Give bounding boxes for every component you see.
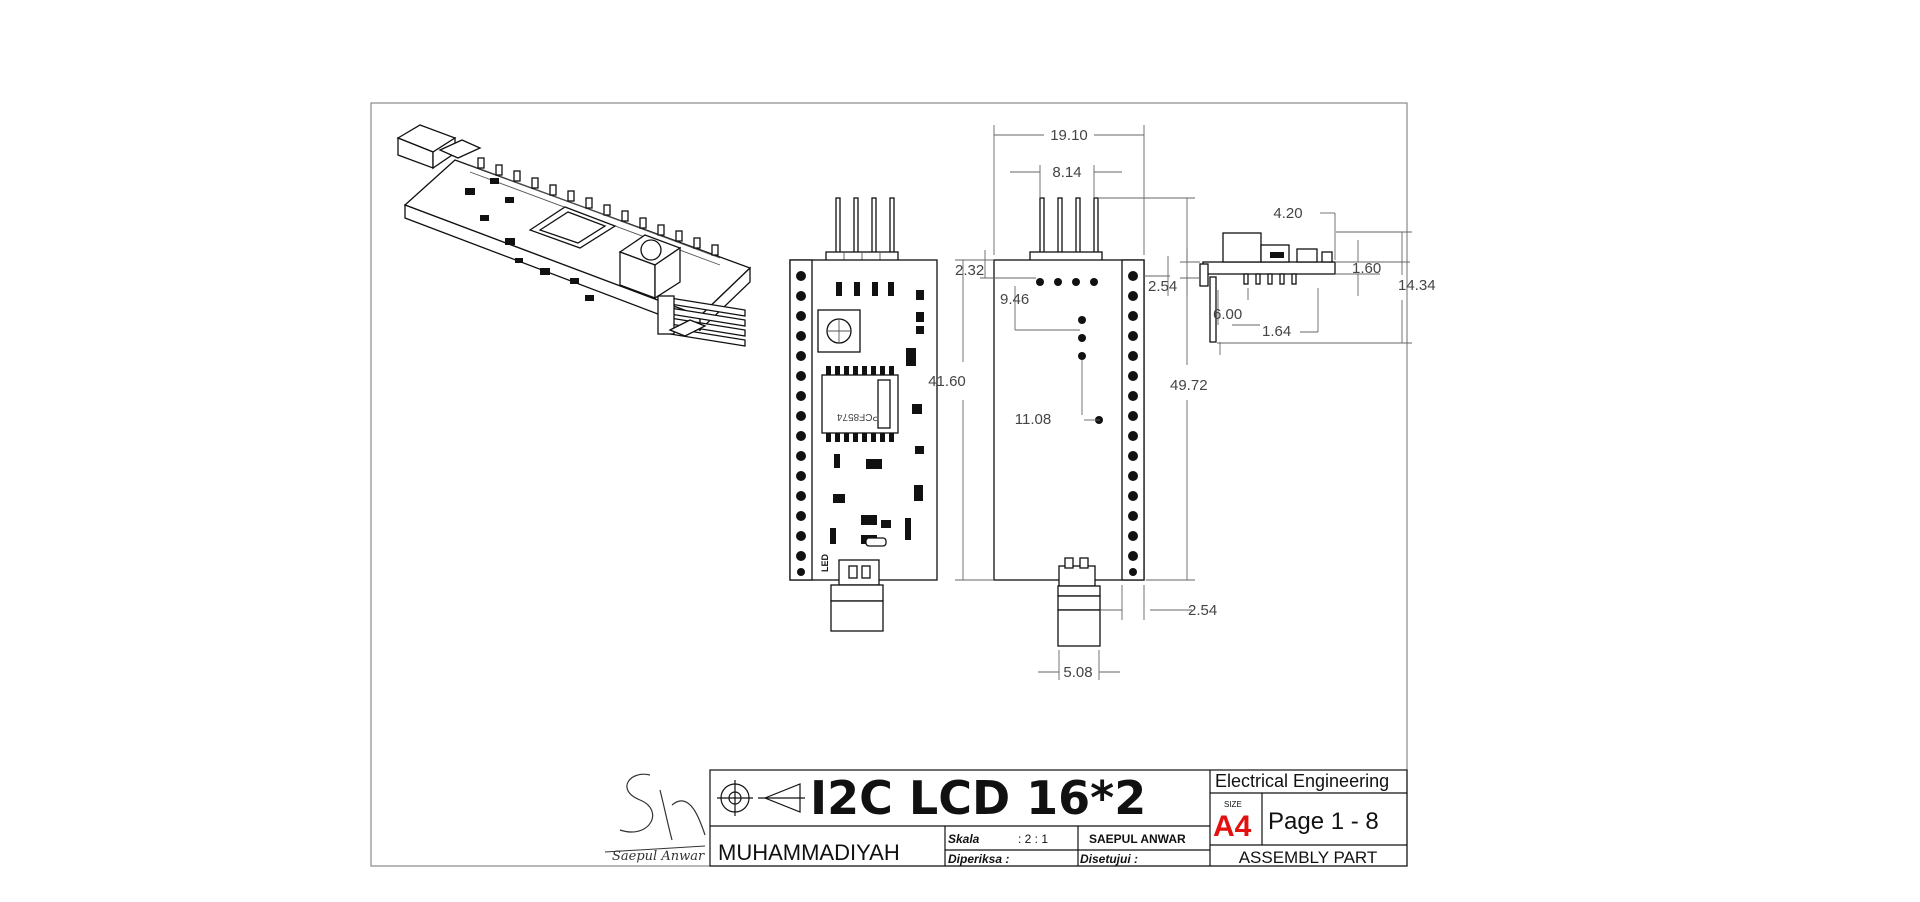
dim-front-width: 19.10 [1050,127,1088,144]
dim-pin-offset: 9.46 [1000,291,1029,308]
dim-side-total: 14.34 [1398,277,1436,294]
dim-top-offset: 2.32 [955,262,984,279]
dim-pin-span: 8.14 [1052,164,1081,181]
signature: Saepul Anwar [604,773,706,864]
led-label: LED [820,553,830,572]
dim-mid-offset: 11.08 [1015,411,1051,428]
dim-side-pin: 6.00 [1213,306,1242,323]
scale-value: : 2 : 1 [1018,832,1048,846]
dim-connector-width: 5.08 [1063,664,1092,681]
paper-size: A4 [1213,810,1252,843]
dim-front-height: 41.60 [928,373,966,390]
part-type: ASSEMBLY PART [1239,848,1378,867]
checked-label: Diperiksa : [948,852,1009,866]
back-view [993,197,1145,647]
approved-label: Disetujui : [1080,852,1138,866]
side-dimension-lines [1180,212,1412,355]
author-name: SAEPUL ANWAR [1089,832,1186,846]
scale-label: Skala [948,832,980,846]
dim-pin-pitch-bottom: 2.54 [1188,602,1217,619]
projection-symbol-icon [717,780,805,816]
department-name: Electrical Engineering [1215,771,1389,791]
drawing-title: I2C LCD 16*2 [810,771,1146,825]
page-number: Page 1 - 8 [1268,808,1379,835]
chip-label: PCF8574 [836,411,879,422]
dim-side-height: 4.20 [1273,205,1302,222]
front-view: PCF8574 LED [789,197,938,632]
dim-pin-pitch-side: 2.54 [1148,278,1177,295]
isometric-view [396,124,752,347]
dimension-lines [955,125,1195,680]
isometric-header-pins [477,157,719,256]
institution-name: MUHAMMADIYAH [718,840,900,865]
dimension-texts: 19.10 8.14 2.32 9.46 41.60 11.08 49.72 2… [928,127,1435,681]
dim-side-offset: 1.64 [1262,323,1291,340]
title-block: I2C LCD 16*2 MUHAMMADIYAH Skala : 2 : 1 … [604,769,1408,867]
dim-board-thickness: 1.60 [1352,260,1381,277]
side-view [1199,232,1336,343]
signature-name: Saepul Anwar [612,849,705,864]
size-label: SIZE [1224,800,1242,809]
dim-total-height: 49.72 [1170,377,1208,394]
